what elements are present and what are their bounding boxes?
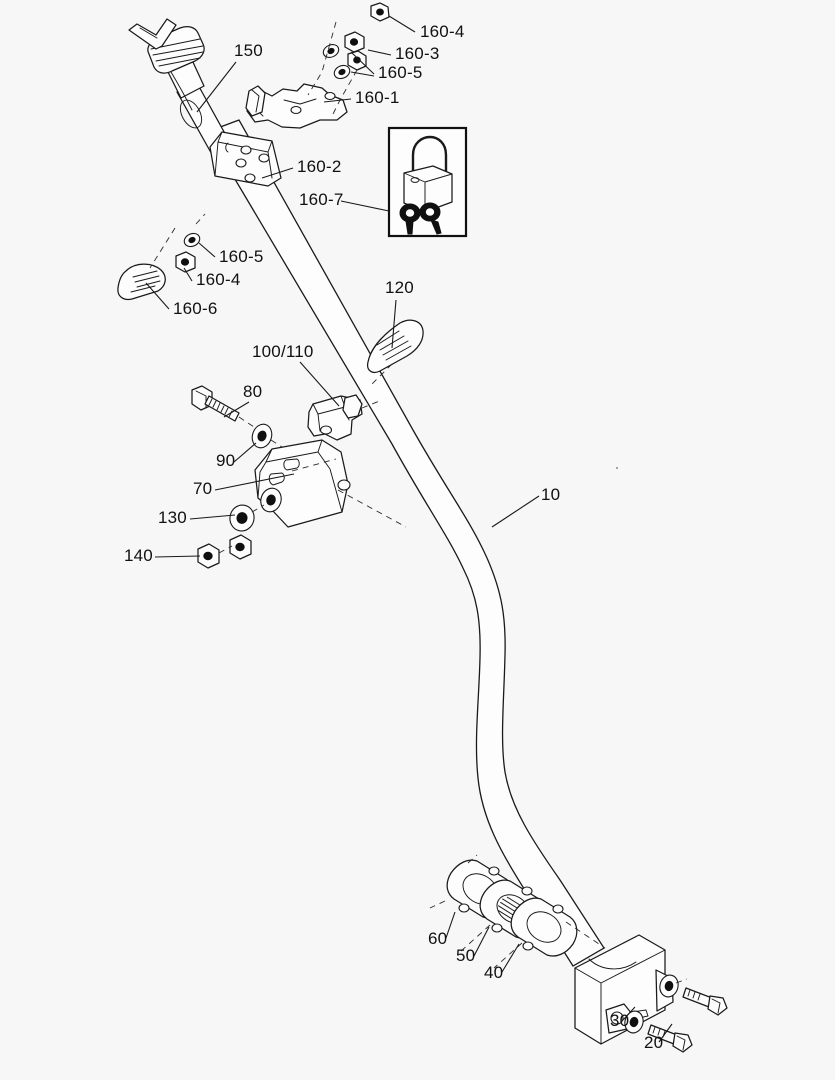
lock-washer-30 [624, 1010, 644, 1034]
fastener-group-left [117, 213, 206, 301]
callout-20: 20 [644, 1033, 663, 1052]
callout-160-4-a: 160-4 [420, 22, 464, 41]
hex-bolt-20 [647, 1024, 693, 1053]
callout-160-5-b: 160-5 [219, 247, 263, 266]
bolt-washer-upper [659, 974, 728, 1016]
callout-70: 70 [193, 479, 212, 498]
hex-nut-160-3-b [347, 50, 367, 71]
washer-stack-small [260, 487, 282, 513]
callout-160-6: 160-6 [173, 299, 217, 318]
fastener-group-bottom-bracket [197, 487, 282, 569]
control-rod-10 [206, 119, 605, 967]
callout-90: 90 [216, 451, 235, 470]
stray-dot [615, 466, 619, 470]
callout-160-3: 160-3 [395, 44, 439, 63]
callout-160-4-b: 160-4 [196, 270, 240, 289]
lock-washer-upper [659, 974, 679, 998]
spring-pin-160-6 [117, 263, 166, 301]
callout-30: 30 [610, 1011, 629, 1030]
callout-60: 60 [428, 929, 447, 948]
hex-nut-140 [197, 543, 220, 569]
lock-nut-160-4-top [370, 2, 390, 22]
callout-160-2: 160-2 [297, 157, 341, 176]
clamp-assembly-100-110 [307, 394, 383, 441]
callout-100-110: 100/110 [252, 342, 314, 361]
callout-120: 120 [385, 278, 414, 297]
callout-160-7: 160-7 [299, 190, 343, 209]
callout-50: 50 [456, 946, 475, 965]
callout-140: 140 [124, 546, 153, 565]
callout-labels: 150 160-4 160-3 160-5 160-1 160-2 160-7 … [124, 22, 663, 1052]
flat-washer-90 [251, 423, 291, 453]
flat-washer-130 [229, 504, 255, 532]
hex-bolt-80 [191, 385, 258, 430]
washer-160-5-a [322, 44, 340, 58]
bolt-washer-lower [624, 1010, 693, 1053]
keys [399, 202, 442, 235]
hex-bolt-upper [682, 987, 728, 1016]
padlock-inset-160-7 [387, 126, 468, 238]
hex-nut-mid [229, 534, 252, 560]
washer-160-5-b [333, 64, 351, 80]
latch-plate-160-1 [245, 83, 348, 129]
washer-160-5-left [183, 232, 201, 248]
flange-plate-40 [493, 897, 606, 969]
callout-40: 40 [484, 963, 503, 982]
leader-lines [145, 15, 673, 1043]
callout-130: 130 [158, 508, 187, 527]
callout-10: 10 [541, 485, 560, 504]
callout-160-5-a: 160-5 [378, 63, 422, 82]
mounting-bracket-70 [254, 439, 407, 528]
mounting-plate-160-2 [209, 131, 282, 187]
callout-80: 80 [243, 382, 262, 401]
callout-150: 150 [234, 41, 263, 60]
callout-160-1: 160-1 [355, 88, 399, 107]
lock-nut-160-4-left [175, 251, 196, 273]
fastener-stack-top [307, 2, 390, 117]
hex-nut-160-3 [344, 31, 365, 53]
